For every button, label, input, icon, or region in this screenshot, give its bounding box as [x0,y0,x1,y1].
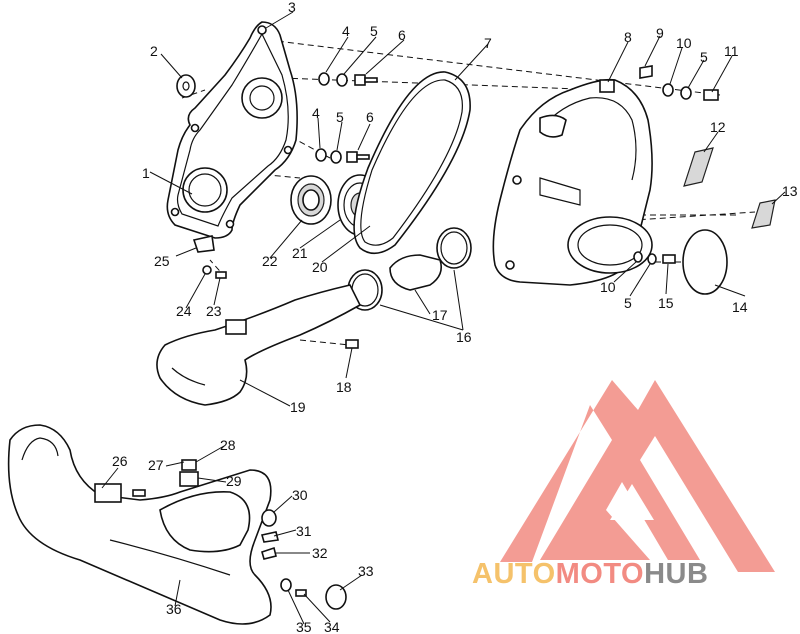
callout-6-lower: 6 [366,109,374,125]
callout-30: 30 [292,487,308,503]
callout-12: 12 [710,119,726,135]
callout-32: 32 [312,545,328,561]
watermark-word-moto: MOTO [556,558,644,590]
callout-19: 19 [290,399,306,415]
callout-34: 34 [324,619,340,634]
callout-17: 17 [432,307,448,323]
callout-27: 27 [148,457,164,473]
callout-5-right-lower: 5 [624,295,632,311]
washer-part [176,74,196,98]
callout-33: 33 [358,563,374,579]
callout-16: 16 [456,329,472,345]
callout-1: 1 [142,165,150,181]
disc-part [682,229,728,295]
callout-22: 22 [262,253,278,269]
callout-4-lower: 4 [312,105,320,121]
hardware-upper [318,72,378,87]
watermark-wordmark: AUTOMOTOHUB [472,558,708,590]
hardware-right-lower [633,251,676,265]
callout-25: 25 [154,253,170,269]
leader-lines [101,11,786,625]
callout-13: 13 [782,183,798,199]
callout-5-right-upper: 5 [700,49,708,65]
seal-part [290,175,332,225]
callout-11: 11 [724,43,739,59]
decal-small-part [751,199,776,229]
callout-28: 28 [220,437,236,453]
hardware-lower [315,148,370,164]
callout-5-lower: 5 [336,109,344,125]
callout-3: 3 [288,0,296,15]
callout-35: 35 [296,619,312,634]
callout-36: 36 [166,601,182,617]
callout-14: 14 [732,299,748,315]
watermark-word-hub: HUB [644,558,708,590]
callout-labels: 1 2 3 4 4 5 5 5 5 6 6 7 8 9 10 10 11 12 … [112,0,798,634]
decal-part [683,147,714,187]
watermark-word-auto: AUTO [472,558,556,590]
callout-10-upper: 10 [676,35,692,51]
callout-21: 21 [292,245,308,261]
callout-2: 2 [150,43,158,59]
callout-26: 26 [112,453,128,469]
inner-cover-part [166,21,298,239]
callout-10-lower: 10 [600,279,616,295]
callout-6-upper: 6 [398,27,406,43]
watermark-logo-icon [500,380,775,572]
callout-29: 29 [226,473,242,489]
callout-5-upper: 5 [370,23,378,39]
lower-duct-part [7,424,272,625]
callout-23: 23 [206,303,222,319]
hardware-bottom [179,459,347,610]
callout-4-upper: 4 [342,23,350,39]
hardware-right-upper [639,65,719,101]
callout-7: 7 [484,35,492,51]
callout-31: 31 [296,523,312,539]
callout-8: 8 [624,29,632,45]
outer-cover-part [492,78,653,286]
callout-9: 9 [656,25,664,41]
bracket-hardware-part [192,235,227,279]
callout-15: 15 [658,295,674,311]
drive-belt-part [353,71,471,255]
callout-18: 18 [336,379,352,395]
callout-24: 24 [176,303,192,319]
svg-text:AUTOMOTOHUB: AUTOMOTOHUB [472,558,708,590]
intake-duct-part [156,284,362,406]
callout-20: 20 [312,259,328,275]
